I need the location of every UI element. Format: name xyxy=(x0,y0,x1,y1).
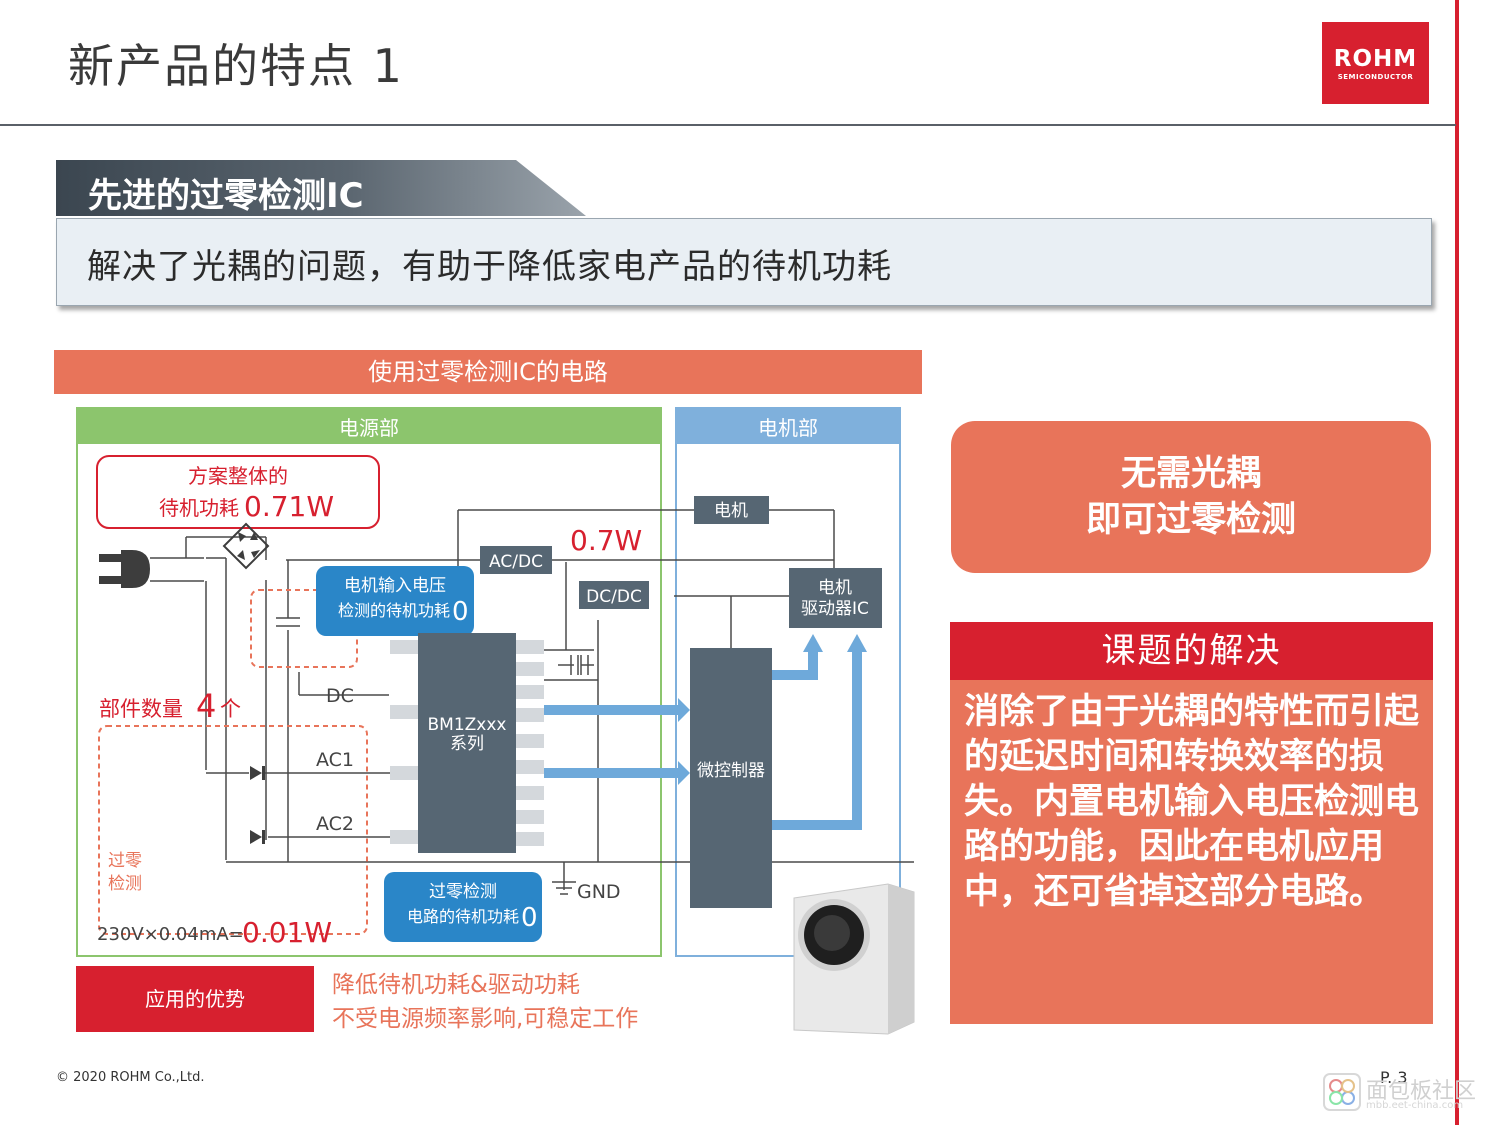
ic-label-line1: BM1Zxxx xyxy=(428,715,507,735)
standby-box-prefix: 待机功耗 xyxy=(159,496,239,520)
page-title: 新产品的特点 1 xyxy=(68,39,404,93)
zero-cross-badge xyxy=(384,872,542,942)
logo-name: ROHM xyxy=(1333,46,1418,72)
copyright: © 2020 ROHM Co.,Ltd. xyxy=(56,1070,205,1085)
driver-ic-block xyxy=(789,568,882,628)
section-tab: 先进的过零检测IC xyxy=(56,160,586,216)
diode-icons xyxy=(250,766,265,844)
right-accent-rule xyxy=(1455,0,1459,1125)
watermark-text: 面包板社区 xyxy=(1366,1079,1477,1104)
parts-count-prefix: 部件数量 xyxy=(99,697,183,721)
microcontroller-block xyxy=(690,648,772,908)
pin-ac2-label: AC2 xyxy=(316,813,354,835)
diagram-title-bar xyxy=(54,350,922,394)
circuit-diagram: 使用过零检测IC的电路 电源部 电机部 方案整体的 待机功耗 0.71W xyxy=(54,350,922,1038)
page-number: P. 3 xyxy=(1380,1068,1408,1087)
washing-machine-image xyxy=(793,883,915,1035)
key-point-callout: 无需光耦 即可过零检测 xyxy=(951,421,1431,573)
advantage-label: 应用的优势 xyxy=(145,987,245,1011)
section-summary-text: 解决了光耦的问题，有助于降低家电产品的待机功耗 xyxy=(87,247,892,287)
acdc-block xyxy=(480,546,552,574)
watermark-logo-icon xyxy=(1323,1073,1361,1111)
acdc-label: AC/DC xyxy=(489,552,543,572)
solution-panel xyxy=(950,622,1433,1024)
driver-ic-line2: 驱动器IC xyxy=(801,599,869,619)
title-divider xyxy=(0,124,1456,126)
power-section-label: 电源部 xyxy=(339,416,399,440)
zero-cross-dashed-box xyxy=(98,725,368,935)
zero-cross-badge-value: 0 xyxy=(521,903,538,933)
ac-plug-icon xyxy=(99,550,150,588)
motor-voltage-line1: 电机输入电压 xyxy=(344,576,446,596)
standby-box-value: 0.71W xyxy=(244,490,334,523)
standby-power-box xyxy=(96,455,380,529)
calc-value: 0.01W xyxy=(242,916,332,949)
pin-ac1-label: AC1 xyxy=(316,749,354,771)
diagram-title: 使用过零检测IC的电路 xyxy=(368,358,608,386)
callout-line2: 即可过零检测 xyxy=(1085,500,1296,540)
rohm-logo: ROHM SEMICONDUCTOR xyxy=(1322,22,1429,104)
solution-title: 课题的解决 xyxy=(950,622,1433,680)
parts-count-value: 4 xyxy=(196,687,216,725)
advantage-2: 不受电源频率影响,可稳定工作 xyxy=(332,1006,638,1032)
ic-pins xyxy=(390,640,544,846)
zero-cross-label-line1: 过零 xyxy=(108,851,142,871)
calc-prefix: 230V×0.04mA= xyxy=(97,924,244,945)
motor-voltage-prefix: 检测的待机功耗 xyxy=(338,601,450,620)
dcdc-block xyxy=(579,581,649,609)
bridge-rectifier-icon xyxy=(222,522,270,570)
callout-line1: 无需光耦 xyxy=(1120,454,1261,494)
zero-cross-badge-prefix: 电路的待机功耗 xyxy=(407,907,519,926)
mcu-label: 微控制器 xyxy=(697,761,765,781)
motor-section-header xyxy=(676,408,900,444)
motor-block-label: 电机 xyxy=(714,501,748,521)
pin-dc-label: DC xyxy=(326,685,354,707)
solution-body: 消除了由于光耦的特性而引起的延迟时间和转换效率的损失。内置电机输入电压检测电路的… xyxy=(964,692,1420,912)
motor-block xyxy=(694,496,769,524)
standby-box-line1: 方案整体的 xyxy=(188,464,288,488)
power-value: 0.7W xyxy=(570,524,642,557)
watermark-url: mbb.eet-china.com xyxy=(1366,1100,1464,1111)
section-tab-label: 先进的过零检测IC xyxy=(88,176,364,216)
logo-sub: SEMICONDUCTOR xyxy=(1337,73,1414,81)
circuit-wires xyxy=(150,509,914,890)
advantage-label-box xyxy=(76,966,314,1032)
driver-ic-line1: 电机 xyxy=(818,578,852,598)
sensing-dashed-box xyxy=(250,589,358,668)
section-summary-box: 解决了光耦的问题，有助于降低家电产品的待机功耗 xyxy=(56,218,1432,306)
motor-voltage-value: 0 xyxy=(452,597,469,627)
signal-arrows xyxy=(544,634,867,830)
motor-voltage-badge xyxy=(316,566,474,636)
bm1zxxx-ic xyxy=(418,633,516,853)
ic-label-line2: 系列 xyxy=(450,734,484,754)
capacitor-symbols xyxy=(552,655,589,895)
zero-cross-label-line2: 检测 xyxy=(108,874,142,894)
motor-section-label: 电机部 xyxy=(758,416,818,440)
advantage-1: 降低待机功耗&驱动功耗 xyxy=(332,972,580,998)
parts-count-suffix: 个 xyxy=(220,697,241,721)
gnd-label: GND xyxy=(577,881,621,903)
dcdc-label: DC/DC xyxy=(586,587,642,607)
power-section-header xyxy=(77,408,661,444)
zero-cross-badge-line1: 过零检测 xyxy=(429,882,497,902)
